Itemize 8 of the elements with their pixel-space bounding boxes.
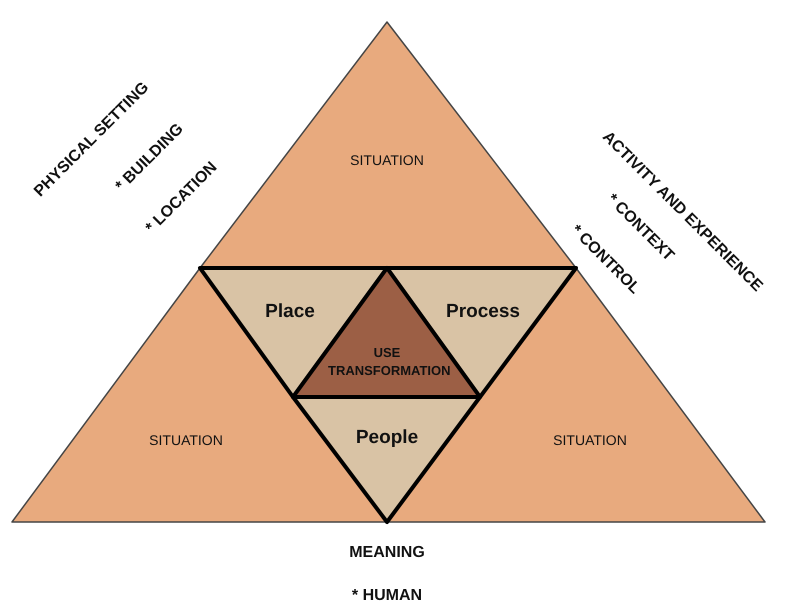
segment-label: People — [356, 427, 418, 449]
segment-label: SITUATION — [149, 432, 223, 448]
segment-label: SITUATION — [350, 152, 424, 168]
segment-label: SITUATION — [553, 432, 627, 448]
side-label: * HUMAN — [352, 587, 422, 605]
segment-label: Process — [446, 301, 520, 323]
side-label: MEANING — [349, 544, 425, 562]
segment-label: Place — [265, 301, 315, 323]
